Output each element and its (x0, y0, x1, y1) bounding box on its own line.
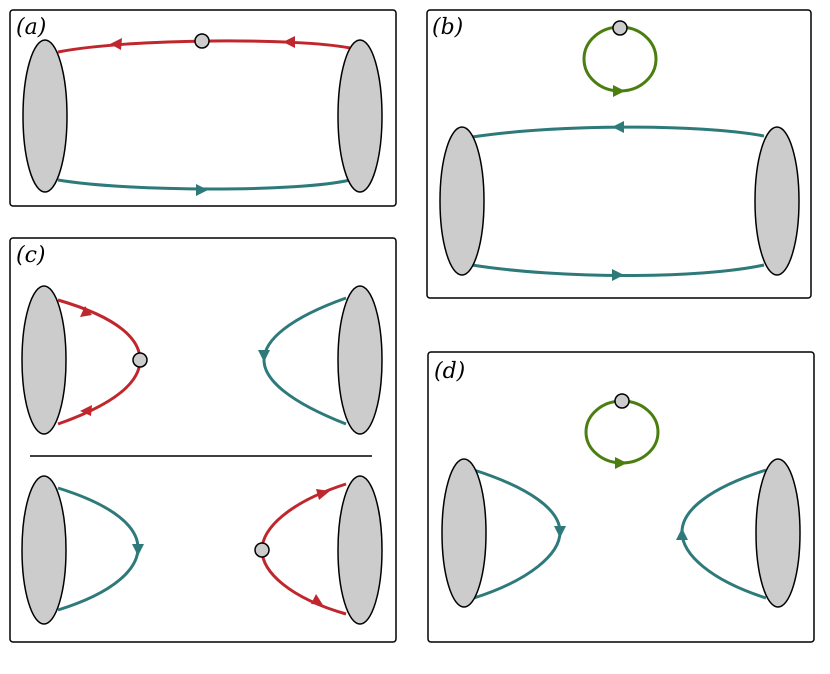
red-propagator (260, 482, 347, 616)
arrow-marker (615, 457, 627, 469)
arrow-marker (676, 528, 688, 540)
green-loop (582, 25, 658, 93)
panel-d-frame (427, 351, 815, 643)
panel-a-frame (9, 9, 397, 207)
green-loop (584, 399, 660, 465)
panel-d: (d) (427, 351, 815, 643)
arrow-marker (80, 405, 92, 416)
right-disk (337, 285, 383, 435)
vertex-dot (612, 20, 628, 36)
arrow-marker (316, 489, 330, 500)
panel-d-label: (d) (434, 359, 465, 384)
right-disk (755, 458, 801, 608)
right-disk (754, 126, 800, 276)
arrow-marker (613, 85, 625, 97)
panel-a-label: (a) (16, 15, 46, 40)
red-propagator (57, 298, 142, 426)
arrow-marker (612, 121, 624, 133)
vertex-dot (254, 542, 270, 558)
left-disk (441, 458, 487, 608)
left-disk (22, 39, 68, 193)
panel-a: (a) (9, 9, 397, 207)
left-disk (21, 475, 67, 625)
left-disk (21, 285, 67, 435)
teal-propagator (57, 178, 351, 191)
teal-propagator (57, 486, 140, 612)
arrow-marker (283, 36, 295, 48)
panel-b-label: (b) (432, 15, 463, 40)
arrow-marker (132, 544, 144, 556)
panel-b-frame (426, 9, 812, 299)
teal-propagator (471, 263, 765, 277)
panel-c: (c) (9, 237, 397, 643)
teal-propagator (471, 125, 765, 139)
arrow-marker (311, 594, 323, 605)
teal-propagator (680, 468, 767, 600)
red-propagator (57, 39, 351, 54)
arrow-marker (196, 184, 208, 196)
arrow-marker (110, 38, 122, 50)
left-disk (439, 126, 485, 276)
arrow-marker (554, 526, 566, 538)
vertex-dot (614, 393, 630, 409)
arrow-marker (258, 350, 270, 362)
panel-c-frame (9, 237, 397, 643)
teal-propagator (262, 296, 347, 426)
panel-b: (b) (426, 9, 812, 299)
panel-c-label: (c) (16, 243, 46, 268)
teal-propagator (473, 468, 562, 600)
right-disk (337, 475, 383, 625)
vertex-dot (194, 33, 210, 49)
arrow-marker (612, 269, 624, 281)
vertex-dot (132, 352, 148, 368)
right-disk (337, 39, 383, 193)
arrow-marker (80, 306, 92, 317)
